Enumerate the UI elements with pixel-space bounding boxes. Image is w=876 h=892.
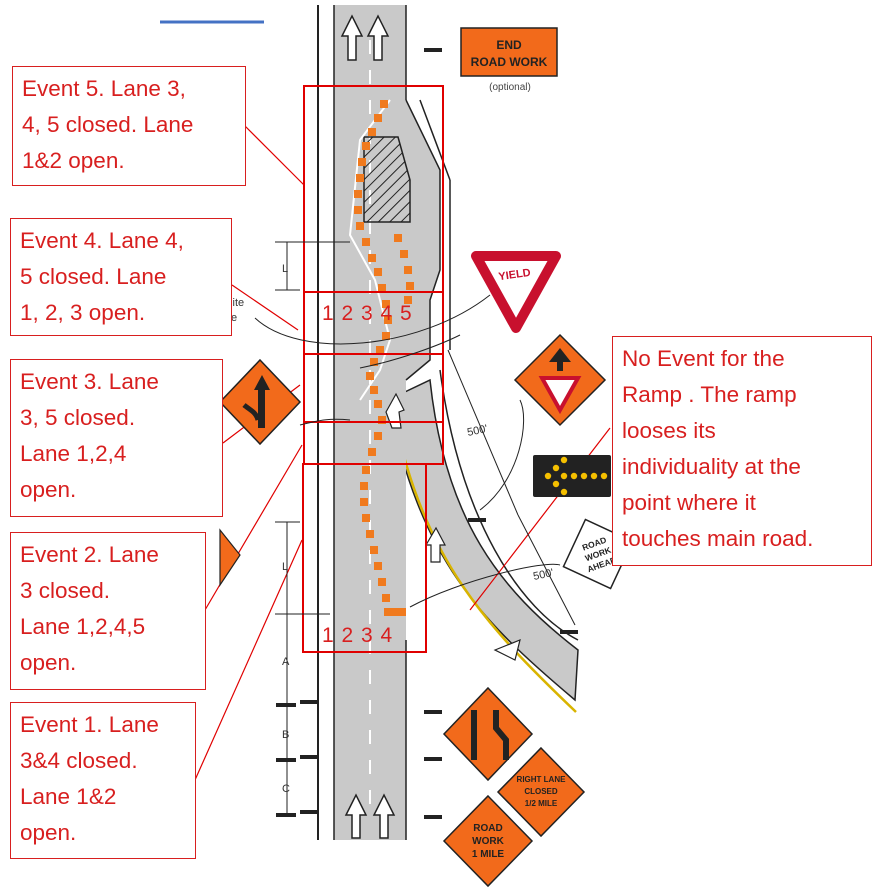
traffic-cone [360, 498, 368, 506]
callout-event4: Event 4. Lane 4, 5 closed. Lane 1, 2, 3 … [10, 218, 232, 336]
traffic-cone [366, 530, 374, 538]
optional-label: (optional) [489, 82, 531, 93]
traffic-cone [398, 608, 406, 616]
arrow-board-light [581, 473, 587, 479]
svg-text:END: END [496, 38, 522, 52]
dim-label-L-bottom: L [282, 561, 288, 573]
arrow-board-light [591, 473, 597, 479]
arrow-board-light [601, 473, 607, 479]
dim-label-B: B [282, 729, 289, 741]
arrow-board-icon [533, 455, 611, 497]
arrow-board-light [553, 481, 559, 487]
yield-ahead-sign [515, 335, 605, 425]
traffic-cone [390, 608, 398, 616]
traffic-cone [366, 372, 374, 380]
traffic-cone [374, 562, 382, 570]
traffic-cone [358, 158, 366, 166]
svg-text:CLOSED: CLOSED [524, 787, 558, 796]
arrow-board-light [545, 473, 551, 479]
partial-sign [220, 530, 240, 585]
traffic-cone [370, 386, 378, 394]
traffic-cone [360, 482, 368, 490]
lane-numbers-upper: 1 2 3 4 5 [322, 302, 413, 326]
traffic-cone [376, 346, 384, 354]
traffic-cone [362, 514, 370, 522]
added-lane-area [406, 100, 440, 380]
end-road-work-sign: END ROAD WORK (optional) [461, 28, 557, 93]
lane-numbers-lower: 1 2 3 4 [322, 624, 393, 648]
traffic-cone [370, 546, 378, 554]
yield-sign: YIELD [476, 256, 556, 328]
traffic-cone [404, 266, 412, 274]
traffic-cone [378, 284, 386, 292]
dim-label-A: A [282, 656, 290, 668]
merge-warning-sign [220, 360, 300, 444]
traffic-cone [354, 206, 362, 214]
traffic-cone [362, 466, 370, 474]
svg-text:RIGHT LANE: RIGHT LANE [517, 775, 567, 784]
traffic-cone [400, 250, 408, 258]
traffic-cone [380, 100, 388, 108]
arrow-board-light [561, 457, 567, 463]
callout-event3: Event 3. Lane 3, 5 closed. Lane 1,2,4 op… [10, 359, 223, 517]
traffic-cone [362, 142, 370, 150]
svg-text:1 MILE: 1 MILE [472, 849, 505, 860]
traffic-cone [382, 594, 390, 602]
traffic-cone [406, 282, 414, 290]
dim-label-L-top: L [282, 263, 288, 275]
callout-ramp: No Event for the Ramp . The ramp looses … [612, 336, 872, 566]
traffic-cone [368, 448, 376, 456]
svg-text:WORK: WORK [472, 836, 504, 847]
traffic-cone [368, 254, 376, 262]
traffic-cone [378, 578, 386, 586]
traffic-cone [374, 114, 382, 122]
svg-text:ROAD WORK: ROAD WORK [471, 55, 548, 69]
callout-event5: Event 5. Lane 3, 4, 5 closed. Lane 1&2 o… [12, 66, 246, 186]
svg-text:ROAD: ROAD [473, 823, 502, 834]
traffic-cone [374, 400, 382, 408]
arrow-board-light [553, 465, 559, 471]
traffic-cone [374, 268, 382, 276]
traffic-cone [394, 234, 402, 242]
dim-label-C: C [282, 783, 290, 795]
traffic-cone [362, 238, 370, 246]
traffic-cone [356, 174, 364, 182]
callout-event1: Event 1. Lane 3&4 closed. Lane 1&2 open. [10, 702, 196, 859]
lane-ends-sign [444, 688, 532, 780]
arrow-board-light [561, 473, 567, 479]
traffic-cone [354, 190, 362, 198]
arrow-board-light [571, 473, 577, 479]
traffic-cone [368, 128, 376, 136]
callout-event2: Event 2. Lane 3 closed. Lane 1,2,4,5 ope… [10, 532, 206, 690]
traffic-cone [374, 432, 382, 440]
distance-label-500-b: 500' [532, 567, 555, 583]
arrow-board-light [561, 489, 567, 495]
svg-text:1/2 MILE: 1/2 MILE [525, 799, 558, 808]
traffic-cone [356, 222, 364, 230]
